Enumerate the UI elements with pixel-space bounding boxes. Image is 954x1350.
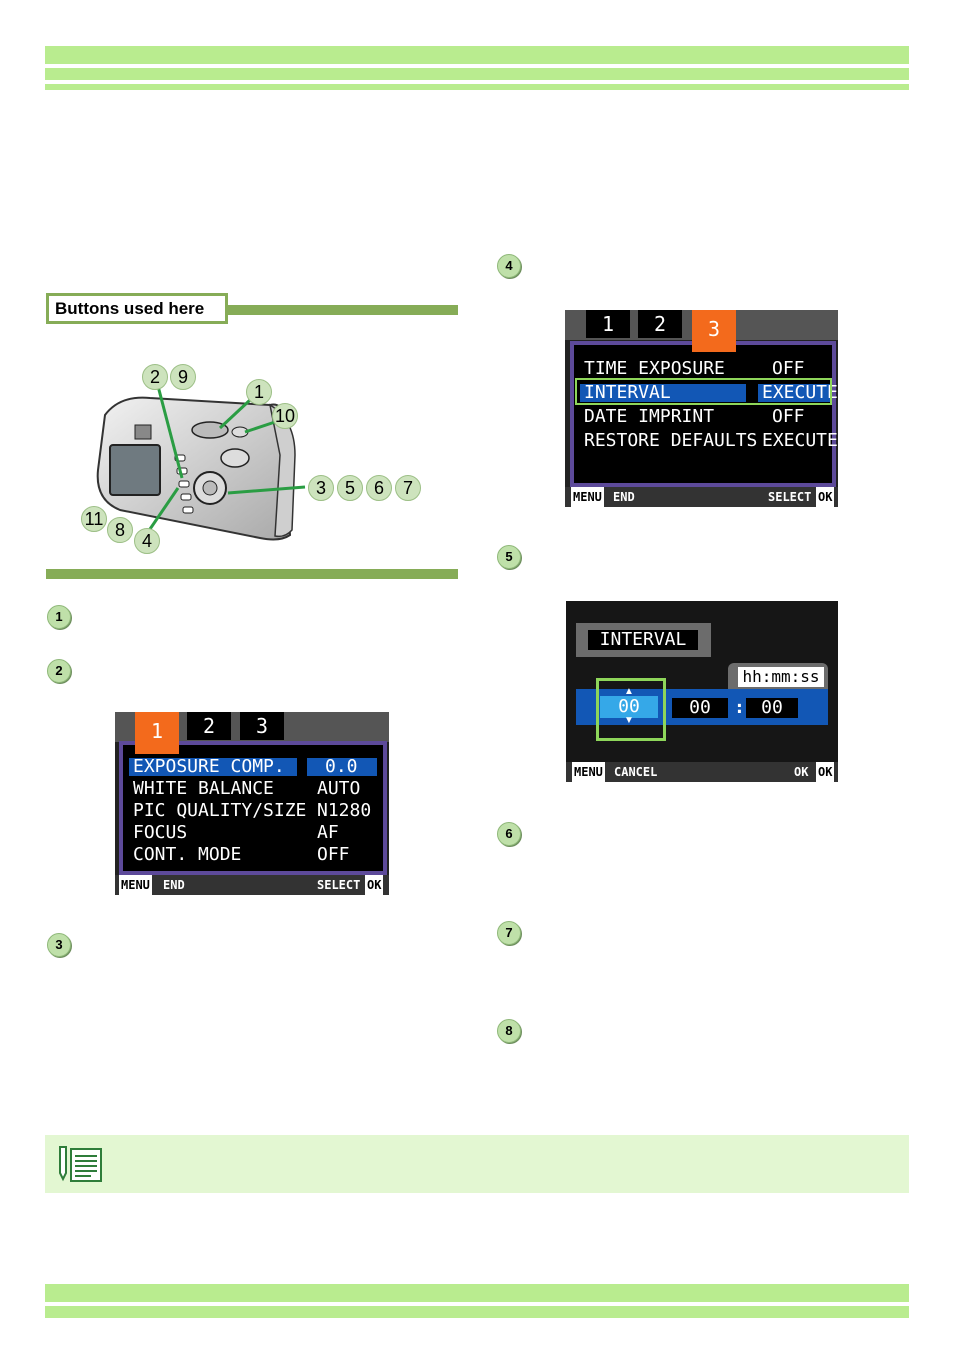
interval-title: INTERVAL	[588, 630, 698, 650]
seconds-field[interactable]: 00	[746, 698, 798, 718]
format-tab: hh:mm:ss	[728, 663, 828, 689]
menu-key-label: MENU	[119, 875, 152, 895]
end-label: END	[163, 878, 185, 892]
step-badge-1: 1	[47, 605, 71, 629]
end-label: END	[613, 490, 635, 504]
callout-2: 2	[142, 364, 168, 390]
camera-drawing	[96, 385, 306, 541]
ok-text-label: OK	[794, 765, 809, 779]
section-rule	[46, 569, 458, 579]
lcd-footer: MENU END SELECT OK	[565, 487, 838, 507]
step-badge-5: 5	[497, 545, 521, 569]
menu-key-label: MENU	[571, 487, 604, 507]
tab-1[interactable]: 1	[135, 712, 179, 754]
lcd-menu-screen-1: 1 2 3 EXPOSURE COMP. 0.0 WHITE BALANCE A…	[115, 712, 389, 895]
callout-7: 7	[395, 475, 421, 501]
footer-bar-1	[45, 1284, 909, 1302]
hours-value: 00	[618, 696, 640, 717]
minutes-field[interactable]: 00	[672, 698, 728, 718]
hours-field[interactable]: 00	[600, 696, 658, 718]
header-bar-2	[45, 68, 909, 80]
tab-2[interactable]: 2	[187, 712, 231, 740]
tab-3[interactable]: 3	[692, 310, 736, 352]
step-badge-7: 7	[497, 921, 521, 945]
buttons-used-heading: Buttons used here	[46, 293, 228, 324]
heading-rule	[228, 305, 458, 315]
menu-panel: EXPOSURE COMP. 0.0 WHITE BALANCE AUTO PI…	[119, 741, 387, 875]
step-badge-8: 8	[497, 1019, 521, 1043]
select-label: SELECT	[317, 878, 361, 892]
seconds-value: 00	[761, 697, 783, 718]
menu-row-white-balance[interactable]: WHITE BALANCE AUTO	[133, 778, 361, 799]
tab-1[interactable]: 1	[586, 310, 630, 338]
selection-highlight	[575, 378, 832, 405]
menu-row-date-imprint[interactable]: DATE IMPRINT OFF	[584, 406, 805, 427]
step-badge-6: 6	[497, 822, 521, 846]
menu-row-restore-defaults[interactable]: RESTORE DEFAULTS EXECUTE	[584, 430, 838, 451]
callout-6: 6	[366, 475, 392, 501]
camera-illustration	[80, 360, 440, 560]
step-badge-4: 4	[497, 254, 521, 278]
callout-9: 9	[170, 364, 196, 390]
step-badge-3: 3	[47, 933, 71, 957]
cancel-label: CANCEL	[614, 765, 658, 779]
interval-title-box: INTERVAL	[576, 623, 711, 657]
menu-row-exposure-comp[interactable]: EXPOSURE COMP. 0.0	[129, 757, 377, 777]
tab-2[interactable]: 2	[638, 310, 682, 338]
header-bar-1	[45, 46, 909, 64]
lcd-interval-screen: INTERVAL hh:mm:ss 00 ▲ ▼ 00 : 00 MENU CA…	[566, 601, 838, 782]
footer-bar-2	[45, 1306, 909, 1318]
tab-3[interactable]: 3	[240, 712, 284, 740]
step-badge-2: 2	[47, 659, 71, 683]
menu-panel: TIME EXPOSURE OFF INTERVAL EXECUTE DATE …	[570, 341, 838, 487]
header-bar-3	[45, 84, 909, 90]
callout-11: 11	[81, 506, 107, 532]
hours-selection-highlight	[596, 678, 666, 741]
ok-key-label: OK	[816, 762, 835, 782]
menu-row-cont-mode[interactable]: CONT. MODE OFF	[133, 844, 350, 865]
callout-5: 5	[337, 475, 363, 501]
ok-key-label: OK	[365, 875, 384, 895]
menu-row-time-exposure[interactable]: TIME EXPOSURE OFF	[584, 358, 805, 379]
down-arrow-icon[interactable]: ▼	[624, 715, 634, 726]
callout-8: 8	[107, 517, 133, 543]
time-separator: :	[734, 697, 745, 718]
menu-row-interval[interactable]: INTERVAL EXECUTE	[580, 383, 838, 403]
lcd-menu-screen-3: 1 2 3 TIME EXPOSURE OFF INTERVAL EXECUTE…	[565, 310, 838, 507]
select-label: SELECT	[768, 490, 812, 504]
note-box	[45, 1135, 909, 1193]
callout-1: 1	[246, 379, 272, 405]
menu-key-label: MENU	[572, 762, 605, 782]
minutes-value: 00	[689, 697, 711, 718]
callout-10: 10	[272, 403, 298, 429]
ok-key-label: OK	[816, 487, 835, 507]
note-memo-icon	[59, 1146, 102, 1182]
callout-3: 3	[308, 475, 334, 501]
up-arrow-icon[interactable]: ▲	[624, 686, 634, 697]
lcd-footer: MENU END SELECT OK	[115, 875, 389, 895]
callout-4: 4	[134, 528, 160, 554]
format-label: hh:mm:ss	[738, 667, 824, 687]
lcd-footer: MENU CANCEL OK OK	[566, 762, 838, 782]
menu-row-focus[interactable]: FOCUS AF	[133, 822, 339, 843]
menu-row-pic-quality[interactable]: PIC QUALITY/SIZE N1280	[133, 800, 372, 821]
